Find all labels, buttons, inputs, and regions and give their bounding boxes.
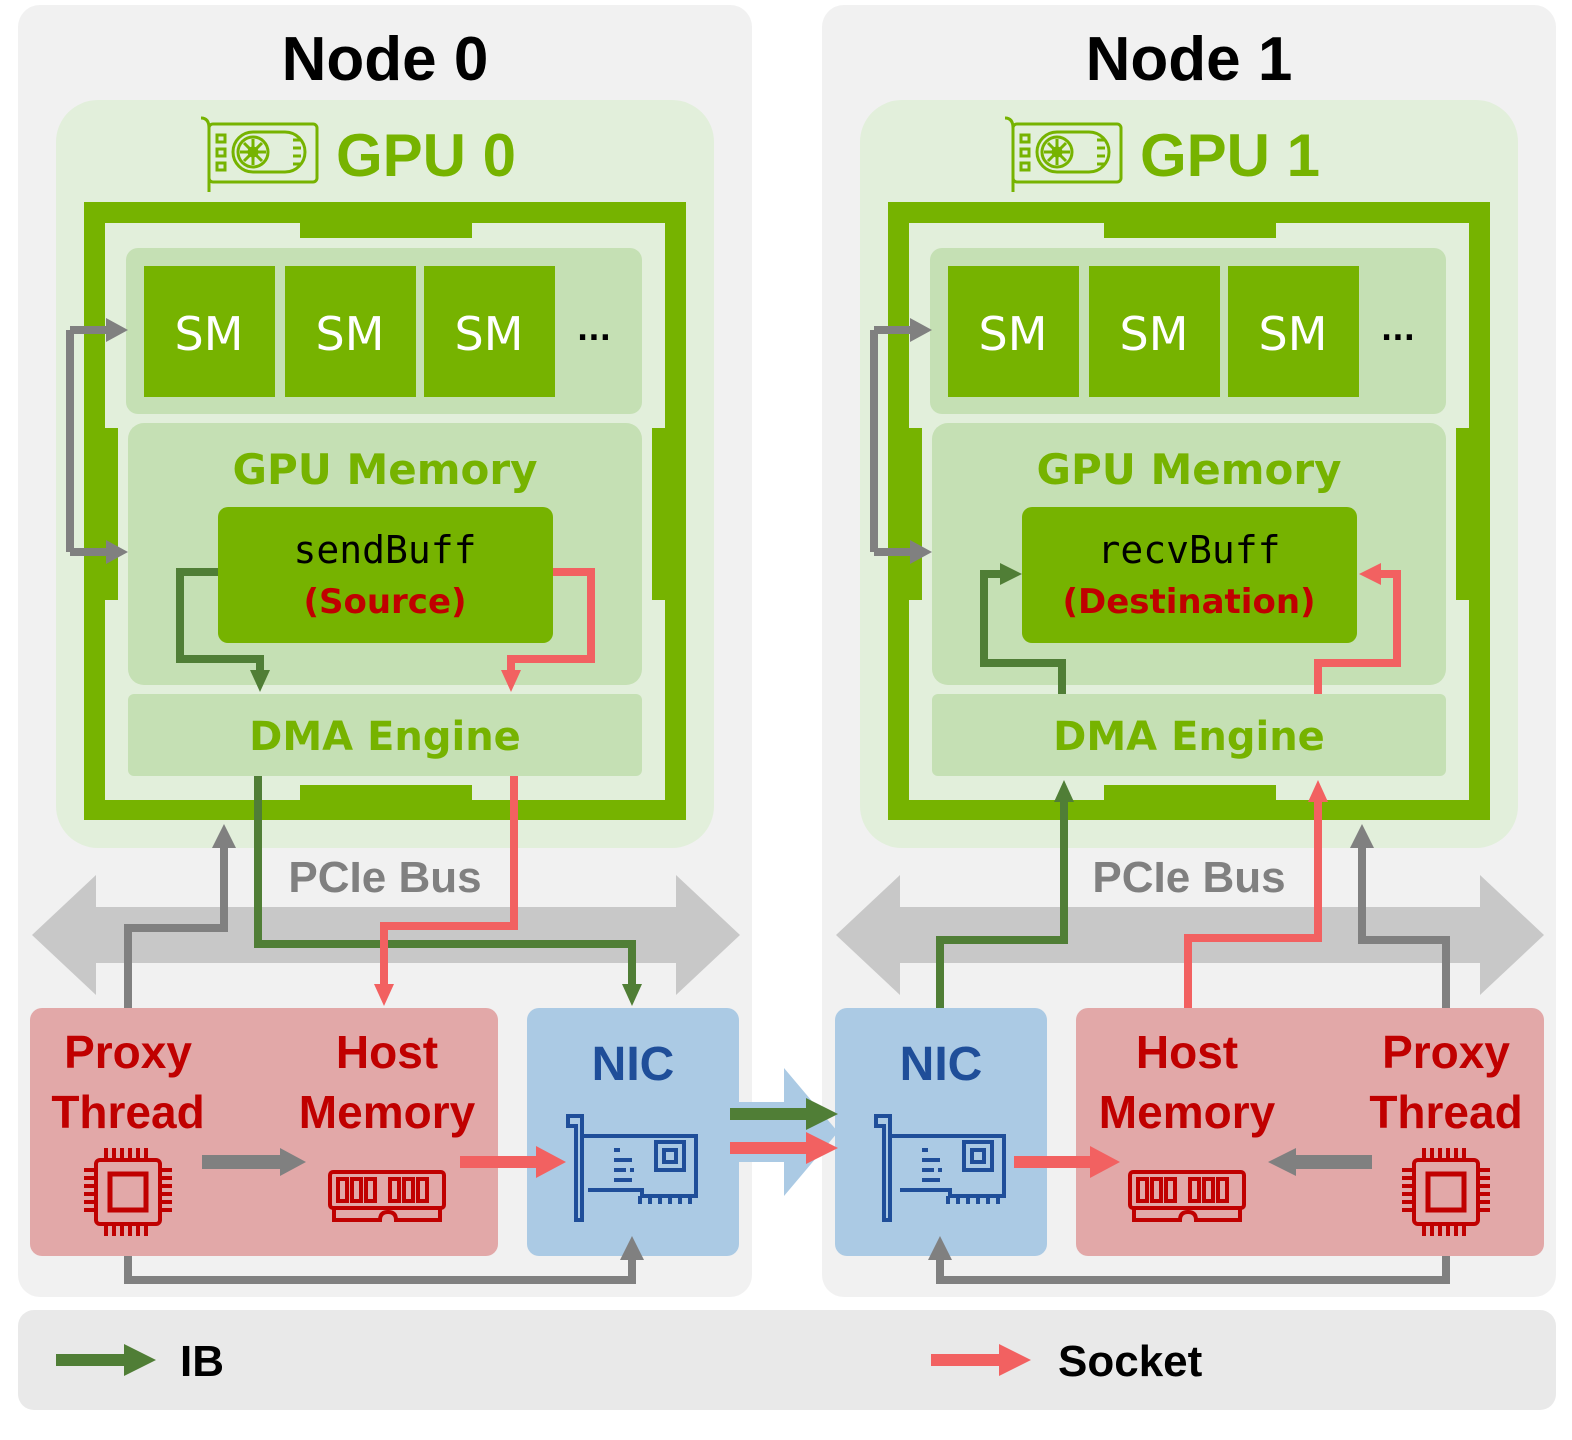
dma-engine-1 bbox=[932, 694, 1446, 776]
host-memory-1-label-1: Host bbox=[1136, 1026, 1238, 1078]
network-link-arrow bbox=[730, 1068, 838, 1196]
socket-path-1 bbox=[1014, 563, 1401, 1178]
proxy-thread-1-label-1: Proxy bbox=[1382, 1026, 1510, 1078]
proxy-thread-1-label-2: Thread bbox=[1369, 1086, 1522, 1138]
gpu-card-icon bbox=[1004, 116, 1123, 192]
send-buffer-name: sendBuff bbox=[293, 528, 476, 572]
node-1: Node 1 GPU 1 SM SM SM ... bbox=[822, 5, 1556, 1297]
ram-module-icon bbox=[1128, 1170, 1246, 1222]
sm-1-2-label: SM bbox=[1259, 307, 1328, 361]
host-memory-1-label-2: Memory bbox=[1099, 1086, 1276, 1138]
gpu-memory-1-label: GPU Memory bbox=[1037, 445, 1342, 494]
legend: IB Socket bbox=[18, 1310, 1556, 1410]
dma-engine-0 bbox=[128, 694, 642, 776]
socket-legend-arrowhead bbox=[999, 1344, 1031, 1376]
legend-ib-label: IB bbox=[180, 1337, 224, 1386]
sm-1-0-label: SM bbox=[979, 307, 1048, 361]
ram-module-icon bbox=[328, 1170, 446, 1222]
ib-link-arrowhead bbox=[806, 1098, 838, 1130]
socket-link-arrowhead bbox=[806, 1132, 838, 1164]
sm-1-2 bbox=[1228, 266, 1359, 397]
sm-0-0 bbox=[144, 266, 275, 397]
pcie-bus-0-label: PCIe Bus bbox=[288, 853, 481, 902]
legend-panel bbox=[18, 1310, 1556, 1410]
network-card-icon bbox=[566, 1114, 698, 1222]
recv-buffer-role: (Destination) bbox=[1062, 582, 1315, 622]
nic-0-label: NIC bbox=[592, 1038, 675, 1091]
recv-buffer-name: recvBuff bbox=[1097, 528, 1280, 572]
ib-path-1 bbox=[936, 563, 1074, 1008]
control-path-0 bbox=[66, 318, 644, 1284]
host-memory-0-label-1: Host bbox=[336, 1026, 438, 1078]
node-0-title: Node 0 bbox=[282, 25, 489, 94]
inter-node-link bbox=[730, 1068, 838, 1196]
legend-socket-label: Socket bbox=[1058, 1337, 1203, 1386]
cpu-chip-icon bbox=[1402, 1148, 1490, 1236]
gpu-card-icon bbox=[200, 116, 319, 192]
sm-0-2 bbox=[424, 266, 555, 397]
sm-0-1-label: SM bbox=[316, 307, 385, 361]
legend-item-ib: IB bbox=[56, 1337, 224, 1386]
nic-1-label: NIC bbox=[900, 1038, 983, 1091]
sm-0-0-label: SM bbox=[175, 307, 244, 361]
cpu-chip-icon bbox=[84, 1148, 172, 1236]
sm-0-2-label: SM bbox=[455, 307, 524, 361]
node-0: Node 0 GPU 0 SM SM bbox=[18, 5, 752, 1297]
host-memory-0-label-2: Memory bbox=[299, 1086, 476, 1138]
send-buffer bbox=[218, 507, 553, 643]
ib-legend-arrowhead bbox=[124, 1344, 156, 1376]
pcie-bus-1-label: PCIe Bus bbox=[1092, 853, 1285, 902]
network-card-icon bbox=[874, 1114, 1006, 1222]
gpu-memory-0-label: GPU Memory bbox=[233, 445, 538, 494]
gpu-1-label: GPU 1 bbox=[1140, 122, 1320, 189]
gpu-0-label: GPU 0 bbox=[336, 122, 516, 189]
socket-path-0 bbox=[374, 568, 595, 1178]
control-path-1 bbox=[870, 318, 1450, 1284]
sm-1-0 bbox=[948, 266, 1079, 397]
sm-1-1 bbox=[1089, 266, 1220, 397]
legend-item-socket: Socket bbox=[931, 1337, 1203, 1386]
sm-0-1 bbox=[285, 266, 416, 397]
proxy-thread-0-label-1: Proxy bbox=[64, 1026, 192, 1078]
ib-path-0 bbox=[176, 568, 642, 1006]
recv-buffer bbox=[1022, 507, 1357, 643]
node-1-title: Node 1 bbox=[1086, 25, 1293, 94]
dma-engine-0-label: DMA Engine bbox=[249, 714, 521, 760]
send-buffer-role: (Source) bbox=[303, 582, 466, 622]
sm-1-1-label: SM bbox=[1120, 307, 1189, 361]
sm-1-ellipsis: ... bbox=[1381, 313, 1415, 348]
proxy-thread-0-label-2: Thread bbox=[51, 1086, 204, 1138]
sm-0-ellipsis: ... bbox=[577, 313, 611, 348]
dma-engine-1-label: DMA Engine bbox=[1053, 714, 1325, 760]
